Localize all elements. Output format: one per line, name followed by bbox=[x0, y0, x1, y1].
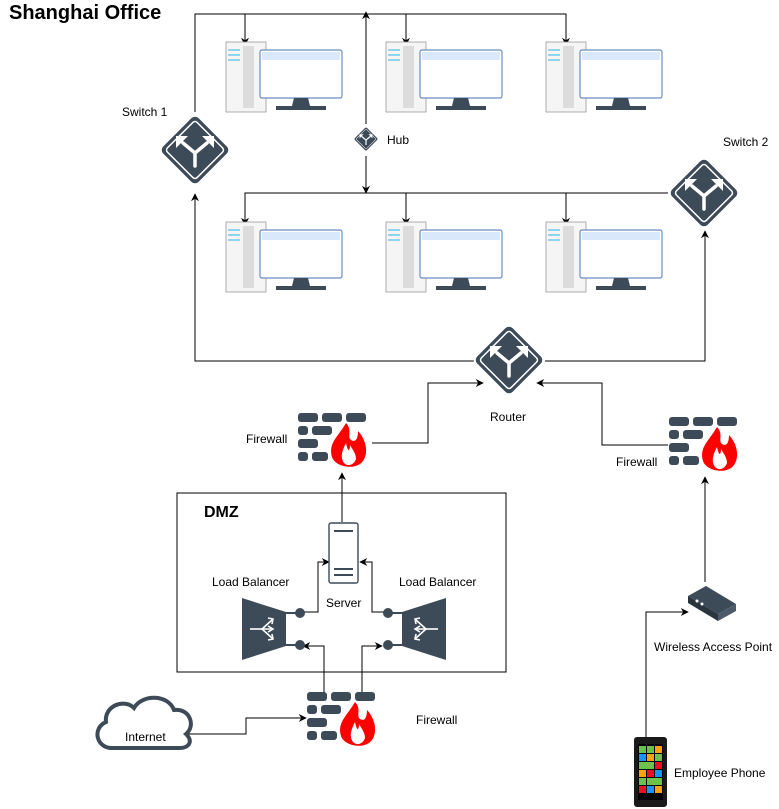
hub-label: Hub bbox=[387, 133, 409, 147]
hub-icon[interactable] bbox=[352, 125, 380, 153]
server-icon[interactable] bbox=[328, 522, 359, 584]
employee-phone-icon[interactable] bbox=[634, 737, 667, 807]
load-balancer-left-label: Load Balancer bbox=[212, 575, 289, 589]
firewall-left-icon[interactable] bbox=[298, 413, 367, 467]
dmz-label: DMZ bbox=[204, 504, 239, 521]
switch-1-icon[interactable] bbox=[156, 111, 234, 189]
wap-label: Wireless Access Point bbox=[654, 640, 773, 654]
dmz-zone bbox=[176, 492, 507, 673]
firewall-bottom-label: Firewall bbox=[416, 713, 457, 727]
router-icon[interactable] bbox=[470, 321, 548, 399]
router-label: Router bbox=[490, 410, 526, 424]
edge-phone-wap bbox=[645, 608, 689, 737]
edge-switch1-pc3 bbox=[194, 13, 570, 112]
workstation-4[interactable] bbox=[225, 221, 343, 293]
diagram-title: Shanghai Office bbox=[9, 2, 161, 24]
switch-2-label: Switch 2 bbox=[723, 135, 769, 149]
server-label: Server bbox=[326, 596, 361, 610]
load-balancer-right-icon[interactable] bbox=[382, 597, 447, 661]
edge-firewall3-lb-left bbox=[302, 642, 325, 694]
phone-label: Employee Phone bbox=[674, 766, 766, 780]
edge-lb-left-server bbox=[300, 558, 330, 613]
load-balancer-right-label: Load Balancer bbox=[399, 575, 476, 589]
workstation-3[interactable] bbox=[545, 41, 663, 113]
edge-firewall3-lb-right bbox=[361, 642, 383, 694]
edge-switch2-pc4 bbox=[241, 192, 668, 226]
switch-1-label: Switch 1 bbox=[122, 105, 168, 119]
workstation-5[interactable] bbox=[385, 221, 503, 293]
load-balancer-left-icon[interactable] bbox=[241, 597, 306, 661]
workstation-1[interactable] bbox=[225, 41, 343, 113]
firewall-bottom-icon[interactable] bbox=[307, 692, 376, 746]
internet-cloud-icon[interactable] bbox=[95, 695, 193, 750]
switch-2-icon[interactable] bbox=[665, 154, 743, 232]
edge-router-switch2 bbox=[545, 230, 709, 362]
firewall-right-label: Firewall bbox=[616, 455, 657, 469]
internet-label: Internet bbox=[125, 730, 166, 744]
edge-firewall2-router bbox=[536, 379, 668, 446]
edge-router-switch1 bbox=[191, 193, 474, 362]
connectors bbox=[186, 11, 709, 737]
wireless-access-point-icon[interactable] bbox=[688, 586, 736, 621]
edge-lb-right-server bbox=[359, 558, 384, 613]
workstation-6[interactable] bbox=[545, 221, 663, 293]
edge-internet-firewall bbox=[186, 714, 307, 735]
firewall-right-icon[interactable] bbox=[669, 417, 738, 471]
workstation-2[interactable] bbox=[385, 41, 503, 113]
edge-firewall-router bbox=[372, 379, 484, 444]
firewall-left-label: Firewall bbox=[246, 432, 287, 446]
